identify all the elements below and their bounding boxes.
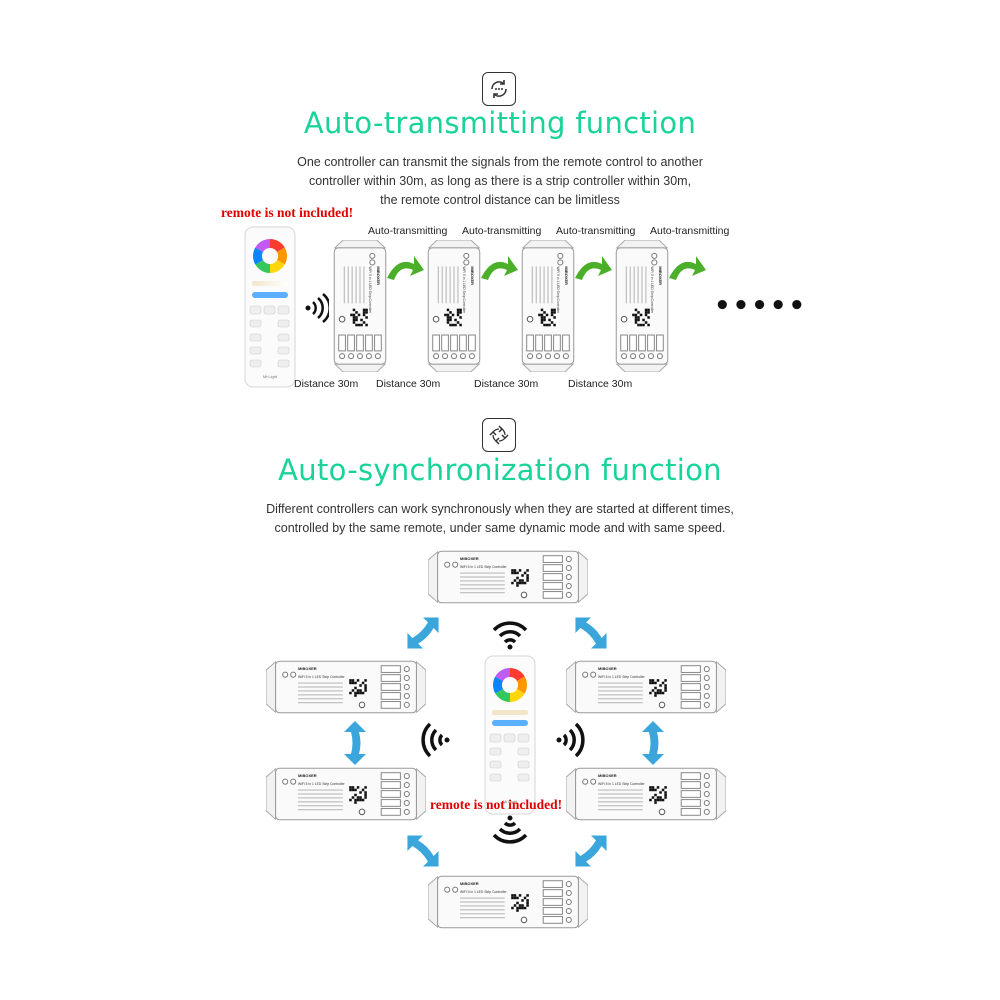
wifi-right-icon [556,722,586,763]
signal-waves-icon [305,293,331,328]
sync-arrow-left-icon [344,721,366,765]
auto-transmit-label-4: Auto-transmitting [650,225,730,237]
transmit-arrow-icon [481,256,518,280]
distance-label-2: Distance 30m [376,378,441,390]
section2-desc-line1: Different controllers can work synchrono… [266,502,734,516]
svg-text:Mi·Light: Mi·Light [263,374,278,379]
svg-text:WiFi 5 in 1 LED Strip Controll: WiFi 5 in 1 LED Strip Controller [460,565,508,569]
svg-text:WiFi 5 in 1 LED Strip Controll: WiFi 5 in 1 LED Strip Controller [298,782,346,786]
sync-arrow-right-icon [642,721,664,765]
sync-controller-upper-right: MiBOXER WiFi 5 in 1 LED Strip Controller [566,660,726,714]
sync-controller-bottom: MiBOXER WiFi 5 in 1 LED Strip Controller [428,875,588,929]
svg-text:WiFi 5 in 1 LED Strip Controll: WiFi 5 in 1 LED Strip Controller [462,266,466,314]
continuation-dots: ••••• [714,291,808,321]
sync-arrow-bottom-left-icon [407,835,439,867]
svg-text:Mi·Light: Mi·Light [503,799,518,804]
controller-3: MiBOXER WiFi 5 in 1 LED Strip Controller [521,240,575,372]
auto-transmit-label-3: Auto-transmitting [556,225,636,237]
svg-text:MiBOXER: MiBOXER [460,556,479,561]
sync-arrow-bottom-right-icon [575,835,607,867]
controller-4: MiBOXER WiFi 5 in 1 LED Strip Controller [615,240,669,372]
svg-text:MiBOXER: MiBOXER [298,773,317,778]
transmit-arrow-icon [387,256,424,280]
wifi-up-icon [492,620,528,655]
wifi-left-icon [420,722,450,763]
svg-text:MiBOXER: MiBOXER [598,666,617,671]
svg-text:WiFi 5 in 1 LED Strip Controll: WiFi 5 in 1 LED Strip Controller [598,675,646,679]
sync-arrow-top-right-icon [575,617,607,649]
section1-desc-line3: the remote control distance can be limit… [380,193,620,207]
distance-label-4: Distance 30m [568,378,633,390]
sync-controller-lower-right: MiBOXER WiFi 5 in 1 LED Strip Controller [566,767,726,821]
svg-text:WiFi 5 in 1 LED Strip Controll: WiFi 5 in 1 LED Strip Controller [650,266,654,314]
section2-description: Different controllers can work synchrono… [0,500,1000,538]
svg-text:WiFi 5 in 1 LED Strip Controll: WiFi 5 in 1 LED Strip Controller [368,266,372,314]
sync-controller-upper-left: MiBOXER WiFi 5 in 1 LED Strip Controller [266,660,426,714]
section1-desc-line2: controller within 30m, as long as there … [308,174,692,188]
section1-title: Auto-transmitting function [303,106,697,140]
controller-1: MiBOXER WiFi 5 in 1 LED Strip Controller [333,240,387,372]
section1-description: One controller can transmit the signals … [0,153,1000,210]
auto-transmit-label-1: Auto-transmitting [368,225,448,237]
refresh-chat-icon [482,72,516,106]
sync-controller-top: MiBOXER WiFi 5 in 1 LED Strip Controller [428,550,588,604]
svg-text:MiBOXER: MiBOXER [376,266,381,285]
svg-text:MiBOXER: MiBOXER [564,266,569,285]
svg-text:MiBOXER: MiBOXER [470,266,475,285]
svg-text:WiFi 5 in 1 LED Strip Controll: WiFi 5 in 1 LED Strip Controller [298,675,346,679]
svg-text:WiFi 5 in 1 LED Strip Controll: WiFi 5 in 1 LED Strip Controller [598,782,646,786]
remote-note-2: remote is not included! [430,797,563,812]
transmit-arrow-icon [575,256,612,280]
svg-text:WiFi 5 in 1 LED Strip Controll: WiFi 5 in 1 LED Strip Controller [460,890,508,894]
svg-text:MiBOXER: MiBOXER [460,881,479,886]
svg-text:MiBOXER: MiBOXER [658,266,663,285]
section1-desc-line1: One controller can transmit the signals … [297,155,703,169]
section2-desc-line2: controlled by the same remote, under sam… [274,521,726,535]
remote-control-image: Mi·Light [244,226,296,388]
wifi-down-icon [492,815,528,850]
auto-transmit-label-2: Auto-transmitting [462,225,542,237]
sync-arrow-top-left-icon [407,617,439,649]
section2-title: Auto-synchronization function [278,453,722,487]
sync-controller-lower-left: MiBOXER WiFi 5 in 1 LED Strip Controller [266,767,426,821]
controller-2: MiBOXER WiFi 5 in 1 LED Strip Controller [427,240,481,372]
distance-label-3: Distance 30m [474,378,539,390]
center-remote-image: Mi·Light [484,655,536,815]
svg-text:MiBOXER: MiBOXER [298,666,317,671]
remote-note-1: remote is not included! [221,205,354,220]
transmit-arrow-icon [669,256,706,280]
svg-text:MiBOXER: MiBOXER [598,773,617,778]
svg-text:WiFi 5 in 1 LED Strip Controll: WiFi 5 in 1 LED Strip Controller [556,266,560,314]
distance-label-1: Distance 30m [294,378,359,390]
sync-cycle-icon [482,418,516,452]
